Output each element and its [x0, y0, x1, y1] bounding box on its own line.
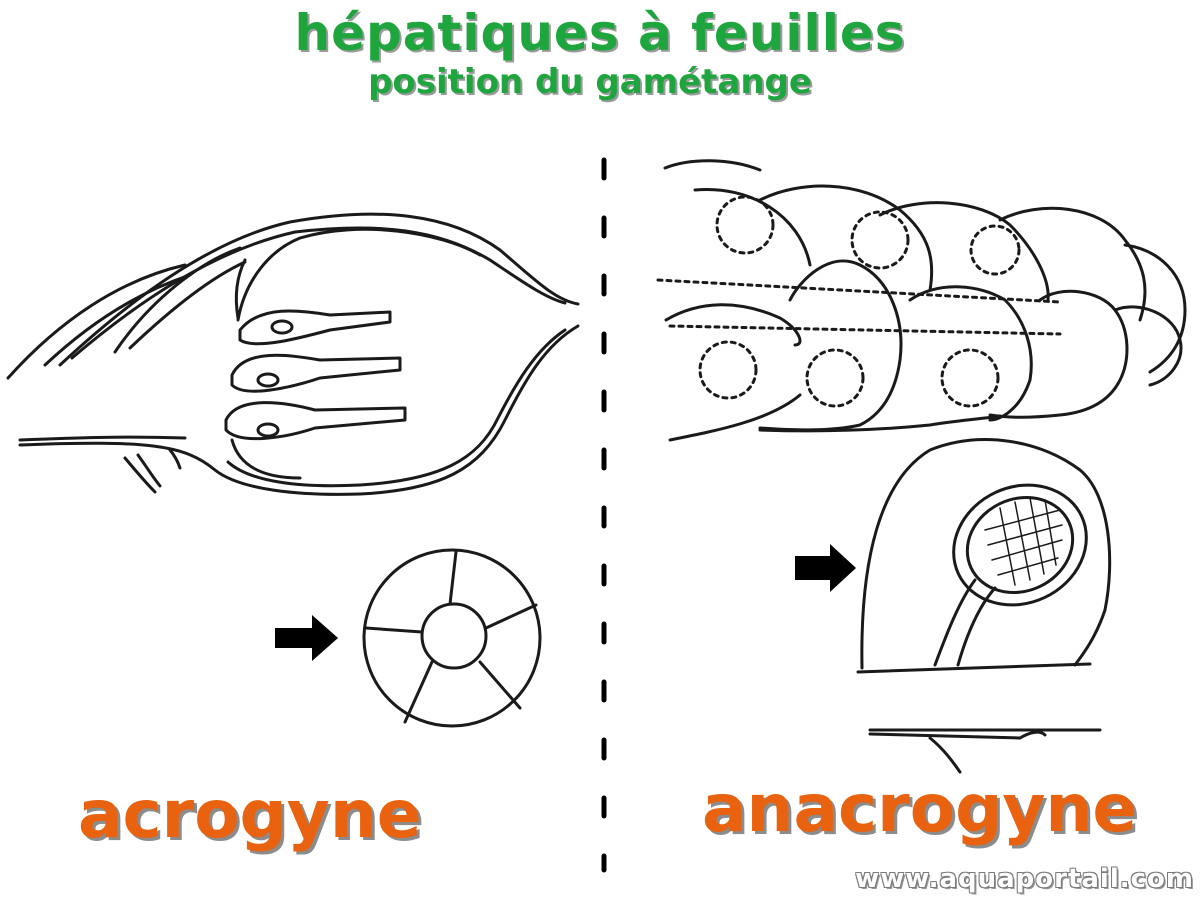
acrogyne-label: acrogyne: [78, 776, 422, 853]
anacrogyne-archegonium-detail: [856, 438, 1112, 774]
diagram-subtitle: position du gamétange: [368, 62, 812, 102]
arrow-icon-anacrogyne: [795, 544, 856, 592]
acrogyne-shoot-drawing: [6, 212, 580, 496]
anacrogyne-label: anacrogyne: [702, 770, 1138, 847]
anacrogyne-shoot-drawing: [656, 159, 1187, 442]
website-watermark: www.aquaportail.com: [855, 864, 1194, 894]
diagram-title: hépatiques à feuilles: [294, 4, 906, 62]
arrow-icon-acrogyne: [275, 615, 338, 661]
acrogyne-cross-section: [362, 548, 542, 728]
